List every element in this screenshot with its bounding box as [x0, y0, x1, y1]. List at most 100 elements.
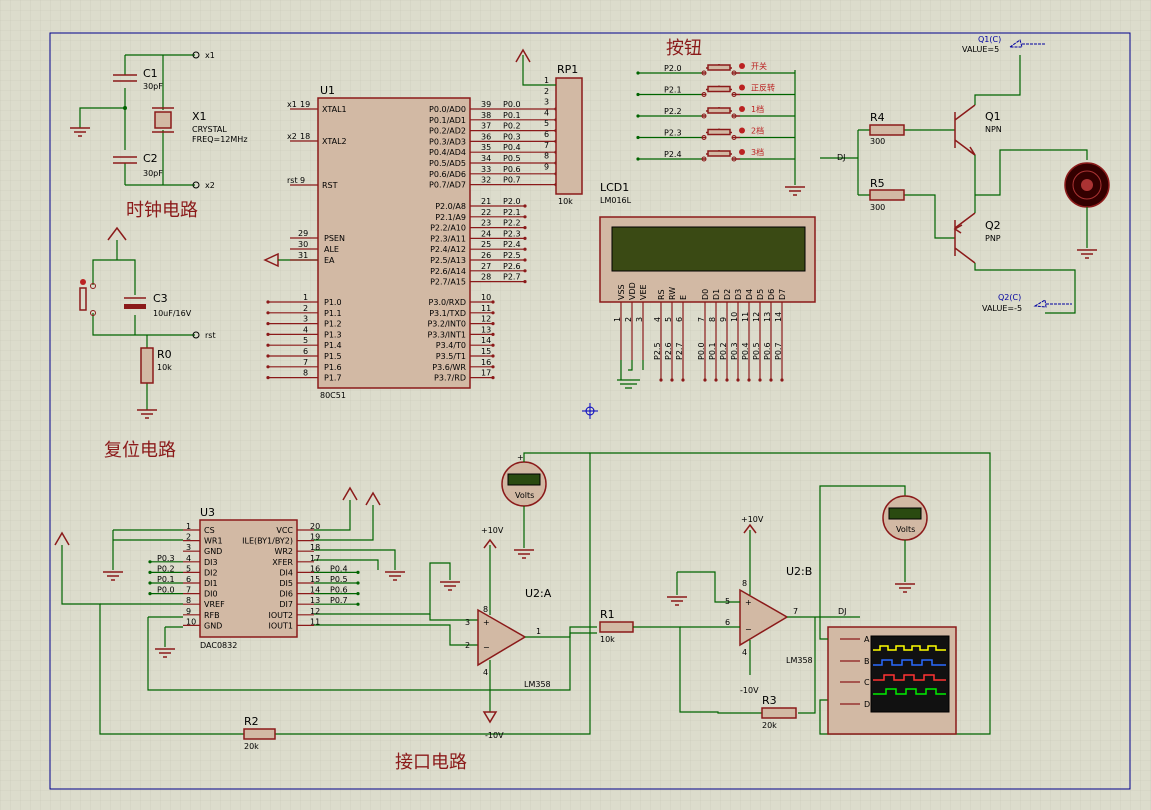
u1-pin-number: 23	[481, 219, 491, 228]
u1-pin-number: 3	[303, 315, 308, 324]
scope-channel-b: B	[864, 657, 870, 666]
u3-pin-number: 12	[310, 607, 320, 616]
lcd-pin-net: P0.4	[741, 342, 750, 360]
lcd-pin-number: 5	[664, 317, 673, 322]
r2-value: 20k	[244, 742, 259, 751]
button-label: 1档	[751, 104, 764, 114]
lcd-pin-name: E	[679, 295, 688, 300]
voltmeter-2[interactable]: Volts	[882, 495, 928, 593]
u2a-opamp[interactable]: U2:A LM358 +10V -10V 8 4 3 2 1 + −	[465, 526, 597, 740]
u1-pin-net: P0.5	[503, 154, 521, 163]
u3-pin-number: 16	[310, 564, 320, 573]
scope-channel-c: C	[864, 678, 870, 687]
u3-pin-number: 8	[186, 596, 191, 605]
u1-pin-net: x2	[287, 132, 297, 141]
lcd-pin-net: P0.2	[719, 342, 728, 360]
r0-value: 10k	[157, 363, 172, 372]
u1-pin-name: P0.7/AD7	[429, 181, 466, 190]
u3-pin-number: 1	[186, 522, 191, 531]
u1-pin-number: 33	[481, 165, 491, 174]
u1-pin-name: P3.4/T0	[436, 341, 466, 350]
u1-pin-number: 12	[481, 315, 491, 324]
u1-pin-number: 31	[298, 251, 308, 260]
u3-pin-net: P0.7	[330, 596, 348, 605]
u1-pin-name: P3.0/RXD	[429, 298, 466, 307]
u1-pin-name: P2.1/A9	[435, 213, 466, 222]
lcd-pin-net: P0.7	[774, 342, 783, 360]
rp1-value: 10k	[558, 197, 573, 206]
u3-pin-number: 10	[186, 617, 196, 626]
rp1-pin-number: 3	[544, 98, 549, 107]
lcd1-display[interactable]: LCD1 LM016L VSS1VDD2VEE3RS4P2.5RW5P2.6E6…	[599, 181, 816, 389]
lcd-pin-name: VEE	[639, 284, 648, 300]
r3-value: 20k	[762, 721, 777, 730]
u1-pin-number: 18	[300, 132, 310, 141]
u3-pin-name: RFB	[204, 611, 220, 620]
u1-pin-name: P0.5/AD5	[429, 159, 466, 168]
u3-pin-name: DI5	[279, 579, 293, 588]
r4-value: 300	[870, 137, 885, 146]
u2b-pin-inn: 6	[725, 618, 730, 627]
rp1-pin-number: 2	[544, 87, 549, 96]
u1-pin-number: 10	[481, 293, 491, 302]
lcd-pin-name: D0	[701, 289, 710, 300]
u2b-pin-inp: 5	[725, 597, 730, 606]
net-x1: x1	[205, 51, 215, 60]
q2-type: PNP	[985, 234, 1001, 243]
u3-pin-number: 3	[186, 543, 191, 552]
u2b-opamp[interactable]: U2:B LM358 +10V -10V 5 6 7 8 4 + − DJ	[667, 485, 906, 695]
lcd-pin-name: D4	[745, 289, 754, 300]
u1-pin-net: P2.4	[503, 240, 521, 249]
u3-pin-net: P0.2	[157, 564, 175, 573]
u1-microcontroller[interactable]: U1 80C51 XTAL119x1XTAL218x2RST9rstPSEN29…	[263, 84, 558, 400]
r1-value: 10k	[600, 635, 615, 644]
lcd-pin-name: VDD	[628, 282, 637, 300]
rp1-pin-number: 8	[544, 152, 549, 161]
u1-pin-number: 1	[303, 293, 308, 302]
net-rst: rst	[205, 331, 216, 340]
button-net-label: P2.3	[664, 129, 682, 138]
u3-pin-name: DI1	[204, 579, 218, 588]
u2a-pin-v: 8	[483, 605, 488, 614]
q1c-probe-value: VALUE=5	[962, 45, 999, 54]
u1-pin-number: 21	[481, 197, 491, 206]
u2a-vminus: -10V	[485, 731, 504, 740]
u3-pin-name: ILE(BY1/BY2)	[242, 537, 293, 546]
lcd-pin-number: 12	[752, 312, 761, 322]
reset-circuit: C3 10uF/16V R0 10k rst	[79, 226, 216, 419]
u1-pin-name: P0.2/AD2	[429, 127, 466, 136]
u3-pin-net: P0.5	[330, 575, 348, 584]
net-dj-bottom: DJ	[838, 607, 847, 616]
voltmeter-1[interactable]: Volts +	[501, 452, 590, 559]
u3-dac0832[interactable]: U3 DAC0832 R2 20k CS1WR12GND3DI34P0.3DI2…	[54, 452, 991, 751]
u1-pin-number: 24	[481, 229, 491, 238]
scope-channel-a: A	[864, 635, 870, 644]
u2b-vminus: -10V	[740, 686, 759, 695]
u1-pin-number: 11	[481, 304, 491, 313]
q2c-probe-label: Q2(C)	[998, 293, 1021, 302]
u1-pin-number: 14	[481, 336, 491, 345]
u3-pin-number: 17	[310, 554, 320, 563]
r0-ref: R0	[157, 348, 172, 361]
u1-pin-net: P0.6	[503, 165, 521, 174]
oscilloscope[interactable]: A B C D	[819, 617, 957, 735]
x1-freq: FREQ=12MHz	[192, 135, 248, 144]
rp1-pin-number: 1	[544, 76, 549, 85]
lcd-pin-name: D5	[756, 289, 765, 300]
u1-pin-net: P2.3	[503, 229, 521, 238]
u1-pin-number: 38	[481, 111, 491, 120]
u2a-pin-g: 4	[483, 668, 488, 677]
u1-pin-name: ALE	[324, 245, 339, 254]
u1-pin-net: P2.1	[503, 208, 521, 217]
u1-pin-net: P2.5	[503, 251, 521, 260]
u3-pin-name: WR2	[274, 547, 293, 556]
u1-pin-name: P3.5/T1	[436, 352, 466, 361]
lcd-pin-net: P0.1	[708, 342, 717, 360]
r1-resistor[interactable]: R1 10k R3 20k	[599, 608, 816, 730]
button-label: 3档	[751, 147, 764, 157]
clock-circuit-title: 时钟电路	[126, 200, 198, 221]
u3-pin-name: DI3	[204, 558, 218, 567]
